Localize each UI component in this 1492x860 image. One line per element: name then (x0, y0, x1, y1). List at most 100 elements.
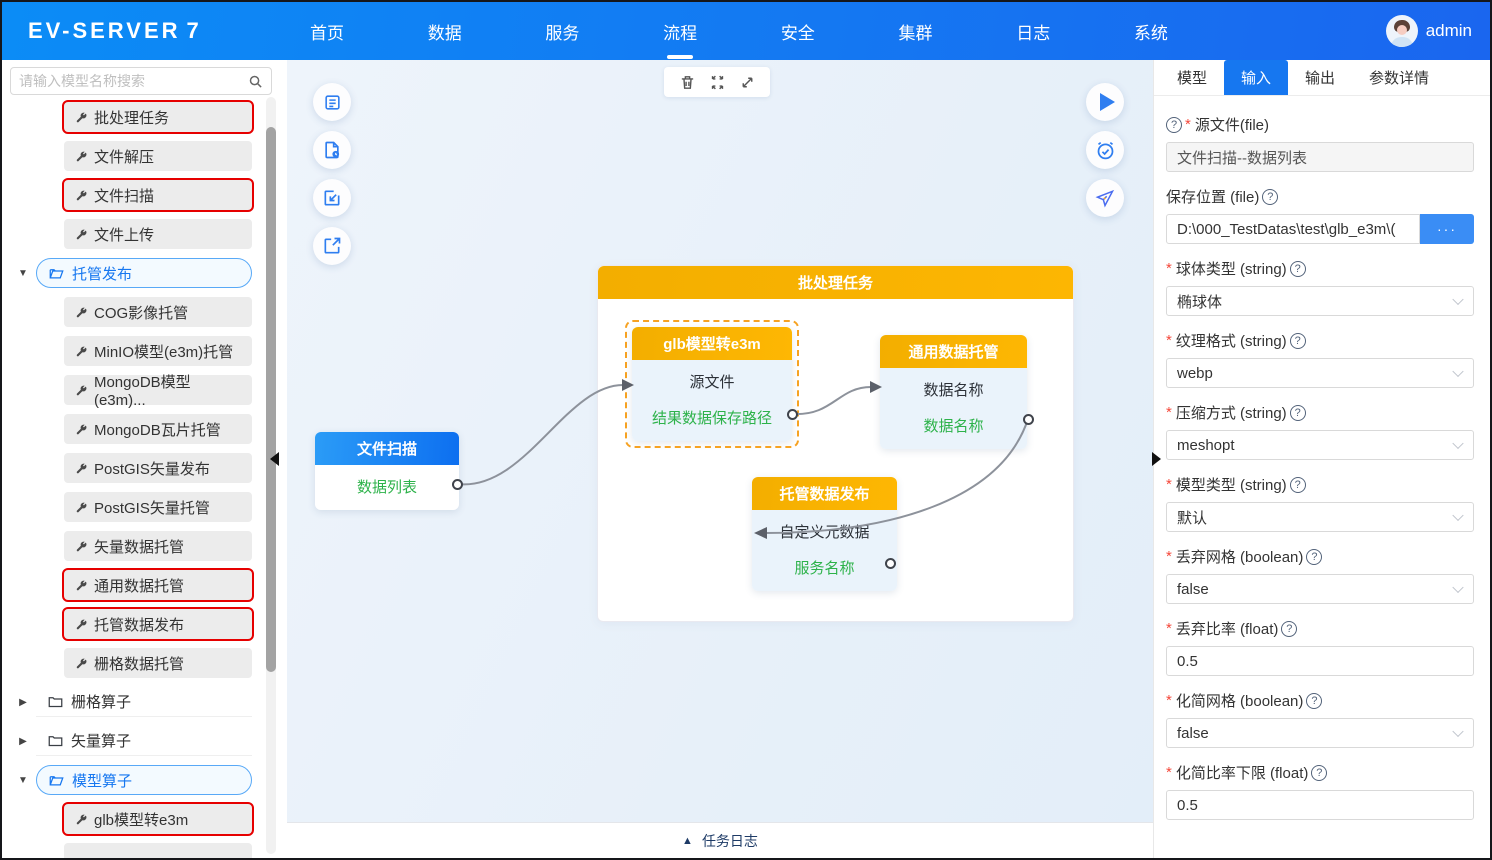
operator-item-12[interactable]: 矢量数据托管 (64, 531, 252, 561)
operator-item-3[interactable]: 文件扫描 (62, 178, 254, 212)
browse-button[interactable]: ··· (1420, 214, 1474, 244)
panel-collapse-handle[interactable] (1152, 452, 1161, 466)
field-label-text: 源文件(file) (1194, 117, 1270, 134)
play-icon (1099, 93, 1115, 111)
help-icon[interactable]: ? (1289, 332, 1306, 349)
task-log-toggle[interactable]: ▲ 任务日志 (287, 822, 1153, 858)
nav-item-7[interactable]: 日志 (1016, 23, 1051, 43)
port-scan-output[interactable] (452, 479, 463, 490)
node-host[interactable]: 通用数据托管数据名称数据名称 (880, 335, 1027, 449)
select-input[interactable]: false (1166, 718, 1474, 748)
node-row-output[interactable]: 服务名称 (794, 559, 855, 577)
help-icon[interactable]: ? (1311, 764, 1328, 781)
port-host-output[interactable] (1023, 414, 1034, 425)
operator-item-10[interactable]: PostGIS矢量发布 (64, 453, 252, 483)
logo-text: EV-SERVER (28, 18, 181, 43)
select-input[interactable]: 默认 (1166, 502, 1474, 532)
sidebar-collapse-handle[interactable] (270, 452, 279, 466)
tab-3[interactable]: 输出 (1305, 70, 1336, 87)
file-clock-button[interactable] (313, 131, 351, 169)
select-input[interactable]: false (1166, 574, 1474, 604)
schedule-check-button[interactable] (1086, 131, 1124, 169)
help-icon[interactable]: ? (1289, 476, 1306, 493)
avatar[interactable] (1385, 15, 1418, 47)
caret-down-icon[interactable]: ▼ (18, 774, 28, 786)
operator-item-15[interactable]: 栅格数据托管 (64, 648, 252, 678)
nav-item-2[interactable]: 数据 (427, 23, 462, 43)
text-input[interactable]: 0.5 (1166, 790, 1474, 820)
help-icon[interactable]: ? (1166, 116, 1182, 133)
tab-2[interactable]: 输入 (1224, 60, 1289, 95)
sidebar-folder-5[interactable]: ▼ 托管发布 (16, 258, 264, 288)
tab-4[interactable]: 参数详情 (1369, 70, 1430, 87)
folder-pill[interactable]: 托管发布 (36, 258, 252, 288)
operator-item-6[interactable]: COG影像托管 (64, 297, 252, 327)
port-glb-output[interactable] (787, 409, 798, 420)
node-publish[interactable]: 托管数据发布自定义元数据服务名称 (752, 477, 897, 591)
operator-item-7[interactable]: MinIO模型(e3m)托管 (64, 336, 252, 366)
operator-item-2[interactable]: 文件解压 (64, 141, 252, 171)
operator-item-14[interactable]: 托管数据发布 (62, 607, 254, 641)
operator-item-9[interactable]: MongoDB瓦片托管 (64, 414, 252, 444)
required-asterisk: * (1166, 476, 1172, 493)
help-icon[interactable]: ? (1262, 188, 1279, 205)
help-icon[interactable]: ? (1281, 620, 1298, 637)
nav-item-8[interactable]: 系统 (1133, 23, 1168, 43)
wrench-icon (76, 463, 87, 473)
caret-down-icon[interactable]: ▼ (18, 267, 28, 279)
select-input[interactable]: 椭球体 (1166, 286, 1474, 316)
publish-send-button[interactable] (1086, 179, 1124, 217)
node-row-input[interactable]: 数据名称 (923, 381, 984, 399)
nav-item-3[interactable]: 服务 (545, 23, 580, 43)
import-flow-button[interactable] (313, 179, 351, 217)
port-publish-output[interactable] (885, 558, 896, 569)
export-flow-button[interactable] (313, 227, 351, 265)
sidebar-folder-18[interactable]: ▼ 模型算子 (16, 765, 264, 795)
path-input[interactable]: D:\000_TestDatas\test\glb_e3m\( (1166, 214, 1420, 244)
caret-right-icon[interactable]: ▶ (19, 696, 27, 708)
sidebar-folder-16[interactable]: ▶ 栅格算子 (16, 687, 264, 717)
nav-item-4[interactable]: 流程 (661, 13, 699, 59)
readonly-input[interactable]: 文件扫描--数据列表 (1166, 142, 1474, 172)
node-row-output[interactable]: 结果数据保存路径 (651, 409, 772, 427)
help-icon[interactable]: ? (1289, 404, 1306, 421)
operator-item-13[interactable]: 通用数据托管 (62, 568, 254, 602)
node-row-input[interactable]: 自定义元数据 (779, 523, 870, 541)
sidebar-scrollbar-thumb[interactable] (266, 127, 276, 672)
folder-pill[interactable]: 模型算子 (36, 765, 252, 795)
run-button[interactable] (1086, 83, 1124, 121)
nav-item-6[interactable]: 集群 (898, 23, 933, 43)
help-icon[interactable]: ? (1306, 692, 1323, 709)
nav-item-1[interactable]: 首页 (310, 23, 344, 43)
sidebar-folder-17[interactable]: ▶ 矢量算子 (16, 726, 264, 756)
fit-view-icon[interactable] (709, 74, 726, 91)
alarm-check-icon (1097, 141, 1113, 159)
folder-pill[interactable]: 栅格算子 (36, 687, 252, 717)
nav-item-5[interactable]: 安全 (780, 23, 815, 43)
text-input[interactable]: 0.5 (1166, 646, 1474, 676)
select-input[interactable]: meshopt (1166, 430, 1474, 460)
node-row-output[interactable]: 数据列表 (356, 478, 417, 496)
task-list-button[interactable] (313, 83, 351, 121)
node-row-input[interactable]: 源文件 (689, 373, 735, 391)
resize-diagonal-icon[interactable] (739, 74, 756, 91)
operator-item-8[interactable]: MongoDB模型(e3m)... (64, 374, 252, 409)
caret-right-icon[interactable]: ▶ (19, 735, 27, 747)
node-row-output[interactable]: 数据名称 (923, 417, 984, 435)
operator-item-1[interactable]: 批处理任务 (62, 100, 254, 134)
help-icon[interactable]: ? (1289, 260, 1306, 277)
node-scan[interactable]: 文件扫描数据列表 (315, 432, 459, 510)
operator-item-11[interactable]: PostGIS矢量托管 (64, 492, 252, 522)
folder-pill[interactable]: 矢量算子 (36, 726, 252, 756)
user-menu[interactable]: admin (1385, 15, 1472, 47)
search-input[interactable] (19, 73, 248, 89)
select-input[interactable]: webp (1166, 358, 1474, 388)
operator-item-4[interactable]: 文件上传 (64, 219, 252, 249)
delete-icon[interactable] (679, 74, 696, 91)
tab-1[interactable]: 模型 (1177, 70, 1208, 87)
operator-item-20[interactable] (64, 843, 252, 858)
help-icon[interactable]: ? (1306, 548, 1323, 565)
operator-item-19[interactable]: glb模型转e3m (62, 802, 254, 836)
